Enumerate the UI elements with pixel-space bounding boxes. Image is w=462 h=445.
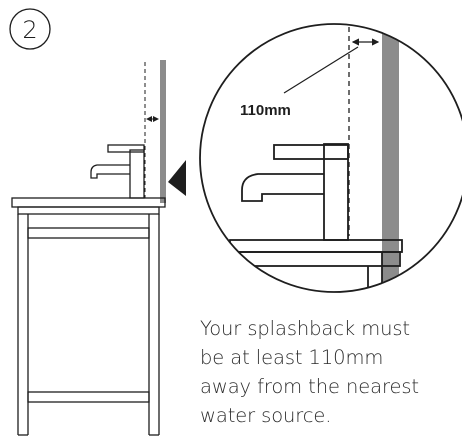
overview-tap [90,144,145,199]
step-badge: 2 [9,8,51,50]
overview-tap-spout [90,164,130,179]
vanity-upper-rail [27,227,150,239]
caption-line-4: water source. [200,404,332,427]
zoom-circle-outline [199,23,462,293]
overview-vanity [11,197,166,436]
zoom-tap-handle [273,144,349,160]
overview-wall [144,60,166,203]
caption-line-1: Your splashback must [200,317,410,340]
overview-tap-handle [107,144,145,153]
zoom-pointer [168,160,186,196]
zoom-tap-spout [241,173,324,202]
zoom-wall-panel [382,24,399,292]
overview-tap-body [129,149,145,199]
measurement-leader-line [283,46,359,94]
vanity-top-edge [17,206,160,215]
vanity-top [11,197,166,208]
vanity-lower-rail [27,391,150,403]
measurement-label: 110mm [240,102,291,119]
instruction-caption: Your splashback must be at least 110mm a… [200,314,462,430]
overview-wall-panel [160,60,166,203]
zoom-detail: 110mm [199,23,462,293]
caption-line-3: away from the nearest [200,375,419,398]
step-badge-circle [9,8,51,50]
caption-line-2: be at least 110mm [200,346,384,369]
step-number: 2 [22,16,37,44]
